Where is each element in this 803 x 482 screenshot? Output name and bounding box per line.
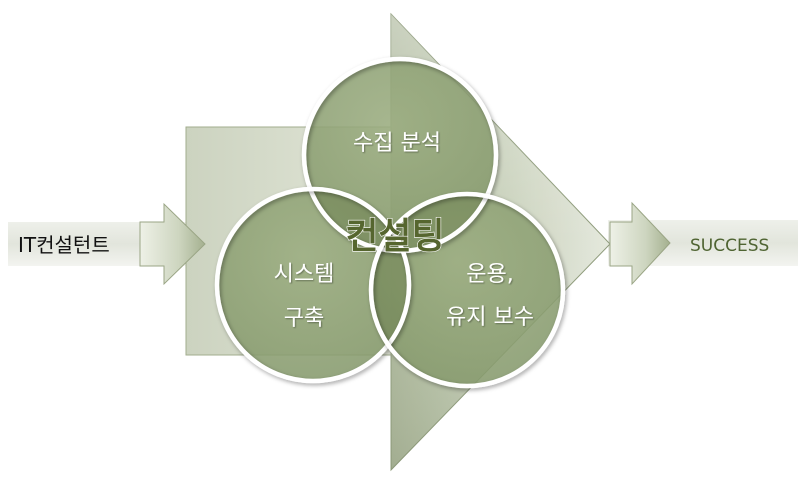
output-label: SUCCESS — [690, 236, 769, 256]
input-arrow — [139, 202, 206, 286]
circle-right — [371, 194, 563, 386]
output-arrow — [609, 201, 671, 286]
right-circle-label-line2: 유지 보수 — [446, 305, 534, 330]
top-circle-label: 수집 분석 — [353, 131, 441, 156]
left-circle-label-line2: 구축 — [284, 306, 324, 331]
right-circle-label-line1: 운용, — [466, 262, 513, 287]
circle-left — [217, 189, 409, 381]
venn-circles — [214, 56, 566, 389]
input-label: IT컨설턴트 — [18, 233, 110, 257]
left-circle-label-line1: 시스템 — [274, 262, 335, 287]
center-label: 컨설팅 — [345, 216, 444, 257]
